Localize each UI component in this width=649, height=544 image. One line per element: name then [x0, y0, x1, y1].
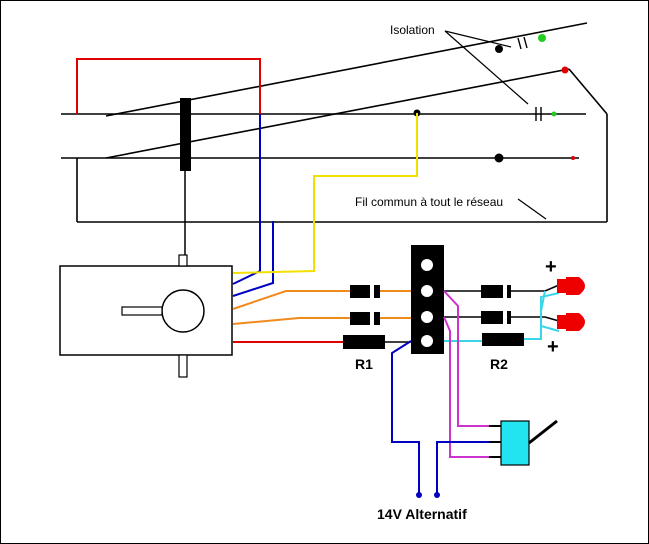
resistor-r1 [343, 335, 385, 349]
point-motor-bar [180, 98, 191, 171]
junction-dot-top [495, 45, 503, 53]
resistor-r2 [482, 333, 524, 346]
label-pointers [444, 30, 547, 220]
wire-red-top [76, 58, 261, 114]
toggle-switch [489, 419, 558, 466]
led-top [557, 277, 585, 295]
label-r1: R1 [355, 356, 373, 372]
motor-block [59, 254, 233, 378]
terminal-block [411, 245, 444, 354]
junction-dot-bottom [494, 153, 504, 163]
track-rails [61, 22, 608, 223]
wires-blue-motor [232, 114, 274, 297]
dot-red-top [561, 66, 569, 74]
label-plus-top: + [545, 256, 557, 278]
label-isolation: Isolation [390, 23, 435, 37]
power-terminal-left [416, 492, 422, 498]
label-plus-bottom: + [547, 336, 559, 358]
wire-yellow [232, 113, 418, 274]
common-wire-diagonal [568, 68, 608, 115]
label-r2: R2 [490, 356, 508, 372]
right-wiring [444, 284, 560, 322]
wires-blue-power [391, 340, 489, 495]
power-terminal-right [434, 492, 440, 498]
led-bottom [557, 313, 585, 331]
dot-red-bottom [571, 156, 575, 160]
label-power-supply: 14V Alternatif [377, 506, 467, 522]
rail-diverging-top [105, 22, 588, 117]
isolation-gaps [413, 34, 575, 163]
wires-orange [232, 290, 419, 325]
dot-green-top [538, 34, 546, 42]
diodes-left [350, 285, 380, 325]
dot-green-middle [551, 111, 557, 117]
label-common-wire: Fil commun à tout le réseau [355, 195, 503, 209]
diodes-right [481, 285, 511, 324]
wires-magenta [443, 290, 489, 458]
